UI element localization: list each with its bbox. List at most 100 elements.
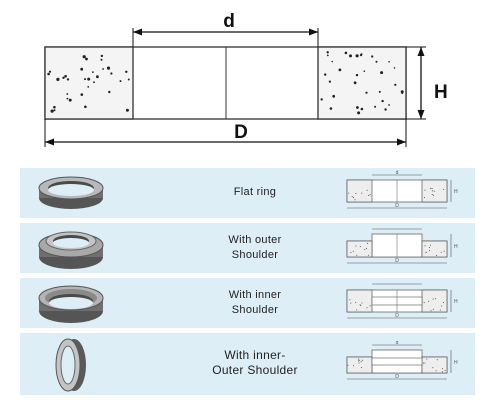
abrasive-grain <box>62 76 65 80</box>
mini-grain <box>356 309 358 311</box>
mini-grain <box>436 359 438 361</box>
type-row-inner-shoulder: With inner Shoulder D H <box>20 278 475 328</box>
mini-grain <box>433 194 434 196</box>
mini-grain <box>435 370 437 372</box>
abrasive-grain <box>127 78 130 81</box>
type-name-inner-shoulder: With inner Shoulder <box>228 289 282 316</box>
abrasive-grain <box>324 73 327 76</box>
abrasive-grain <box>53 109 56 112</box>
outer-shoulder-ring-icon <box>38 231 104 269</box>
abrasive-grain <box>66 97 69 100</box>
mini-grain <box>349 299 351 301</box>
abrasive-grain <box>378 90 381 93</box>
mini-grain <box>431 190 433 192</box>
mini-grain <box>351 196 353 197</box>
type-name-flat-ring: Flat ring <box>233 186 277 198</box>
flat-ring-drawing: d D H <box>346 170 458 209</box>
mini-grain <box>429 244 431 246</box>
abrasive-grain <box>64 74 67 78</box>
inner-outer-shoulder-drawing: d D H <box>346 341 458 380</box>
mini-grain <box>366 189 368 191</box>
abrasive-grain <box>66 78 70 81</box>
type-name-inner-outer-shoulder: With inner- Outer Shoulder <box>212 348 298 377</box>
abrasive-grain <box>47 72 50 76</box>
abrasive-grain <box>53 105 56 109</box>
abrasive-grain <box>119 80 122 83</box>
svg-text:D: D <box>395 313 399 319</box>
mini-grain <box>358 360 360 362</box>
outer-shoulder-drawing: D H <box>346 228 458 264</box>
abrasive-grain <box>355 73 359 77</box>
mini-grain <box>436 255 437 256</box>
d-label: d <box>223 11 235 32</box>
svg-text:D: D <box>395 258 399 264</box>
mini-grain <box>425 251 427 253</box>
mini-grain <box>356 254 358 256</box>
abrasive-grain <box>380 71 384 75</box>
mini-grain <box>426 358 428 360</box>
abrasive-grain <box>68 98 72 102</box>
mini-grain <box>360 304 362 306</box>
abrasive-grain <box>381 99 384 103</box>
abrasive-grain <box>328 80 331 83</box>
abrasive-grain <box>401 92 404 95</box>
abrasive-grain <box>125 108 129 112</box>
abrasive-grain-dots <box>47 51 404 115</box>
mini-grain <box>359 246 361 248</box>
mini-grain <box>347 364 349 366</box>
ring-cross-section-diagram: d H D <box>44 11 448 147</box>
abrasive-grain <box>326 51 329 54</box>
abrasive-grain <box>106 66 111 70</box>
abrasive-grain <box>384 108 387 111</box>
mini-grain <box>440 251 442 253</box>
mini-grain <box>348 192 350 194</box>
svg-text:D: D <box>395 374 399 380</box>
abrasive-grain <box>388 104 390 106</box>
abrasive-grain <box>56 77 60 81</box>
mini-grain <box>366 247 367 249</box>
mini-grain <box>367 254 369 256</box>
abrasive-grain <box>84 105 87 109</box>
flat-ring-icon <box>38 176 104 209</box>
mini-grain <box>432 298 434 300</box>
mini-grain <box>424 245 426 247</box>
abrasive-grain <box>344 51 348 55</box>
svg-text:H: H <box>454 244 458 250</box>
abrasive-grain <box>125 70 128 74</box>
mini-grain <box>423 197 425 199</box>
mini-grain <box>441 371 443 373</box>
mini-grain <box>430 310 432 312</box>
abrasive-grain <box>66 93 69 95</box>
abrasive-grain <box>388 61 390 63</box>
mini-grain <box>358 362 360 364</box>
mini-grain <box>439 309 441 311</box>
inner-outer-shoulder-ring-icon <box>55 338 86 392</box>
type-row-inner-outer-shoulder: With inner- Outer Shoulder d D H <box>20 333 475 395</box>
mini-grain <box>361 367 362 369</box>
mini-grain <box>424 189 426 191</box>
abrasive-grain <box>84 78 86 81</box>
inner-shoulder-ring-icon <box>38 285 104 323</box>
mini-grain <box>443 188 445 190</box>
abrasive-grain <box>80 67 84 71</box>
abrasive-grain <box>360 107 364 111</box>
mini-grain <box>428 300 430 302</box>
mini-grain <box>366 307 368 309</box>
mini-grain <box>358 358 359 360</box>
abrasive-grain <box>48 70 52 73</box>
mini-grain <box>430 187 432 189</box>
abrasive-grain <box>331 60 334 63</box>
mini-grain <box>360 361 362 363</box>
mini-grain <box>352 250 354 252</box>
mini-grain <box>359 304 361 306</box>
mini-grain <box>444 369 446 371</box>
abrasive-grain <box>400 90 404 94</box>
D-label: D <box>234 122 248 143</box>
mini-grain <box>352 197 354 199</box>
abrasive-grain <box>393 67 396 69</box>
abrasive-grain <box>375 60 378 63</box>
abrasive-grain <box>96 75 99 79</box>
mini-grain <box>441 305 443 307</box>
abrasive-grain <box>349 54 352 58</box>
abrasive-grain <box>332 94 336 98</box>
